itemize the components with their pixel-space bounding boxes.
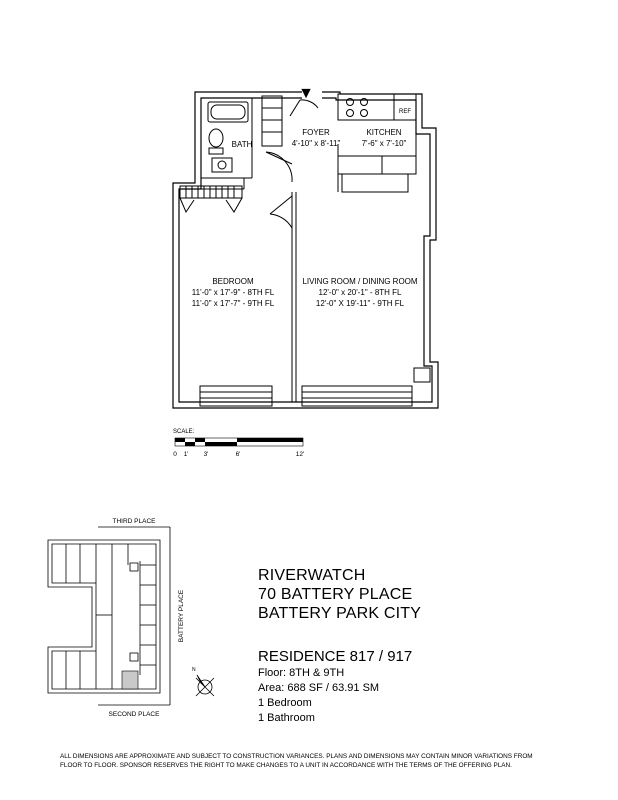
scale-tick-3: 3'	[204, 451, 209, 458]
living-dims-8th: 12'-0" x 20'-1" - 8TH FL	[319, 288, 403, 297]
bedroom-dims-9th: 11'-0" x 17'-7" - 9TH FL	[192, 299, 275, 308]
kitchen-dims: 7'-6" x 7'-10"	[362, 139, 407, 148]
scale-tick-6: 6'	[236, 451, 241, 458]
scale-bar: SCALE: 0 1' 3' 6' 12'	[173, 429, 304, 458]
bath-label: BATH	[232, 140, 253, 149]
entrance-arrow-icon: ▼	[298, 85, 314, 102]
bedroom-dims-8th: 11'-0" x 17'-9" - 8TH FL	[192, 288, 275, 297]
building-area: BATTERY PARK CITY	[258, 605, 422, 622]
foyer-label: FOYER	[302, 128, 330, 137]
key-plan: THIRD PLACE SECOND PLACE BATTERY PLACE N	[47, 518, 215, 718]
scale-tick-1: 1'	[184, 451, 189, 458]
compass-icon	[195, 674, 215, 697]
residence-bathrooms: 1 Bathroom	[258, 712, 315, 724]
building-title-block: RIVERWATCH 70 BATTERY PLACE BATTERY PARK…	[258, 566, 421, 623]
scale-tick-0: 0	[173, 451, 177, 458]
floor-plan: ▼ BATH FOYER 4'-10" x 8'-11" KITCHEN 7'-…	[172, 85, 439, 458]
residence-info: RESIDENCE 817 / 917 Floor: 8TH & 9TH Are…	[258, 648, 412, 726]
disclaimer-line-1: ALL DIMENSIONS ARE APPROXIMATE AND SUBJE…	[60, 753, 533, 760]
battery-place-label: BATTERY PLACE	[178, 589, 185, 642]
residence-area: Area: 688 SF / 63.91 SM	[258, 682, 380, 694]
living-label: LIVING ROOM / DINING ROOM	[302, 277, 417, 286]
residence-title: RESIDENCE 817 / 917	[258, 648, 413, 665]
scale-title: SCALE:	[173, 429, 195, 435]
disclaimer: ALL DIMENSIONS ARE APPROXIMATE AND SUBJE…	[60, 752, 580, 770]
building-address: 70 BATTERY PLACE	[258, 586, 413, 603]
foyer-dims: 4'-10" x 8'-11"	[292, 139, 341, 148]
kitchen-label: KITCHEN	[366, 128, 401, 137]
ref-label: REF	[399, 109, 411, 115]
residence-floor: Floor: 8TH & 9TH	[258, 667, 345, 679]
compass-north-label: N	[192, 667, 196, 673]
unit-highlight	[121, 670, 139, 690]
residence-bedrooms: 1 Bedroom	[258, 697, 312, 709]
second-place-label: SECOND PLACE	[109, 711, 161, 718]
bedroom-label: BEDROOM	[212, 277, 254, 286]
scale-tick-12: 12'	[296, 451, 304, 458]
living-dims-9th: 12'-0" X 19'-11" - 9TH FL	[316, 299, 405, 308]
disclaimer-line-2: FLOOR TO FLOOR. SPONSOR RESERVES THE RIG…	[60, 762, 512, 769]
third-place-label: THIRD PLACE	[113, 518, 157, 525]
building-name: RIVERWATCH	[258, 567, 366, 584]
